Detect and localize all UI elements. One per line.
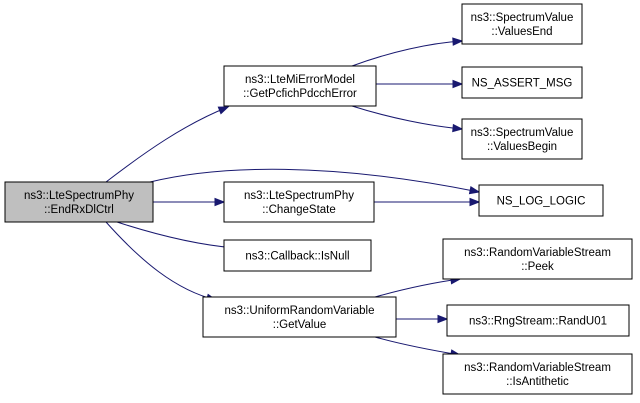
edge-getPcfich-to-valuesEnd [351, 37, 464, 67]
node-label-line: ns3::Callback::IsNull [245, 251, 349, 263]
node-valuesBegin[interactable]: ns3::SpectrumValue::ValuesBegin [461, 118, 583, 160]
edge-line [116, 221, 236, 249]
edge-root-to-nsLog [149, 168, 481, 195]
node-changeState[interactable]: ns3::LteSpectrumPhy::ChangeState [223, 181, 375, 223]
edge-root-to-getValue [105, 221, 218, 302]
edge-line [351, 105, 463, 130]
arrowhead [468, 185, 481, 195]
node-label-line: ::ValuesEnd [491, 26, 552, 38]
node-peek[interactable]: ns3::RandomVariableStream::Peek [442, 238, 633, 280]
node-label-line: ns3::SpectrumValue [471, 12, 574, 24]
node-box [4, 181, 154, 223]
arrowhead [452, 123, 464, 133]
node-label-line: ns3::RngStream::RandU01 [469, 316, 607, 328]
edge-root-to-getPcfich [105, 106, 230, 183]
edge-getPcfich-to-nsAssert [376, 79, 464, 89]
node-label-line: NS_ASSERT_MSG [472, 78, 573, 90]
node-label-line: ns3::SpectrumValue [471, 127, 574, 139]
node-label-line: ns3::LteSpectrumPhy [24, 190, 134, 202]
node-box [461, 66, 583, 99]
edge-line [105, 106, 229, 183]
node-label-line: ::Peek [521, 261, 554, 273]
node-label-line: ::ChangeState [262, 204, 336, 216]
node-box [442, 238, 633, 280]
edge-line [351, 40, 463, 67]
node-box [461, 118, 583, 160]
arrowhead [437, 314, 449, 324]
edge-changeState-to-nsLog [374, 197, 481, 207]
node-valuesEnd[interactable]: ns3::SpectrumValue::ValuesEnd [461, 3, 583, 45]
node-label-line: ::IsAntithetic [506, 376, 569, 388]
node-root[interactable]: ns3::LteSpectrumPhy::EndRxDlCtrl [4, 181, 154, 223]
node-isNull[interactable]: ns3::Callback::IsNull [223, 239, 372, 272]
arrowhead [452, 37, 464, 46]
node-label-line: ::EndRxDlCtrl [44, 204, 114, 216]
node-label-line: ns3::RandomVariableStream [464, 247, 611, 259]
arrowhead [214, 197, 226, 207]
node-nsLog[interactable]: NS_LOG_LOGIC [478, 184, 604, 217]
node-nsAssert[interactable]: NS_ASSERT_MSG [461, 66, 583, 99]
node-box [223, 65, 377, 107]
node-label-line: ns3::LteSpectrumPhy [244, 190, 354, 202]
node-box [223, 181, 375, 223]
edge-root-to-isNull [116, 221, 237, 252]
node-label-line: ns3::RandomVariableStream [464, 362, 611, 374]
edge-root-to-changeState [153, 197, 226, 207]
node-label-line: ns3::UniformRandomVariable [225, 305, 375, 317]
edge-getValue-to-randU01 [396, 314, 449, 324]
node-isAntithetic[interactable]: ns3::RandomVariableStream::IsAntithetic [442, 353, 633, 395]
node-box [478, 184, 604, 217]
node-box [223, 239, 372, 272]
node-box [202, 296, 397, 338]
node-label-line: ::GetValue [273, 319, 327, 331]
node-box [461, 3, 583, 45]
node-randU01[interactable]: ns3::RngStream::RandU01 [446, 304, 630, 337]
node-getValue[interactable]: ns3::UniformRandomVariable::GetValue [202, 296, 397, 338]
node-box [446, 304, 630, 337]
node-label-line: ns3::LteMiErrorModel [245, 74, 355, 86]
node-label-line: NS_LOG_LOGIC [497, 196, 586, 208]
edge-line [105, 221, 217, 301]
arrowhead [217, 106, 230, 115]
edge-getValue-to-peek [374, 276, 462, 298]
edge-line [374, 278, 461, 298]
node-getPcfich[interactable]: ns3::LteMiErrorModel::GetPcfichPdcchErro… [223, 65, 377, 107]
call-nodes: ns3::LteSpectrumPhy::EndRxDlCtrlns3::Lte… [4, 3, 633, 395]
node-box [442, 353, 633, 395]
arrowhead [469, 197, 481, 207]
node-label-line: ::GetPcfichPdcchError [243, 88, 357, 100]
edge-getPcfich-to-valuesBegin [351, 105, 464, 133]
node-label-line: ::ValuesBegin [487, 141, 557, 153]
edge-line [374, 336, 461, 356]
arrowhead [452, 79, 464, 89]
edge-line [149, 168, 480, 193]
